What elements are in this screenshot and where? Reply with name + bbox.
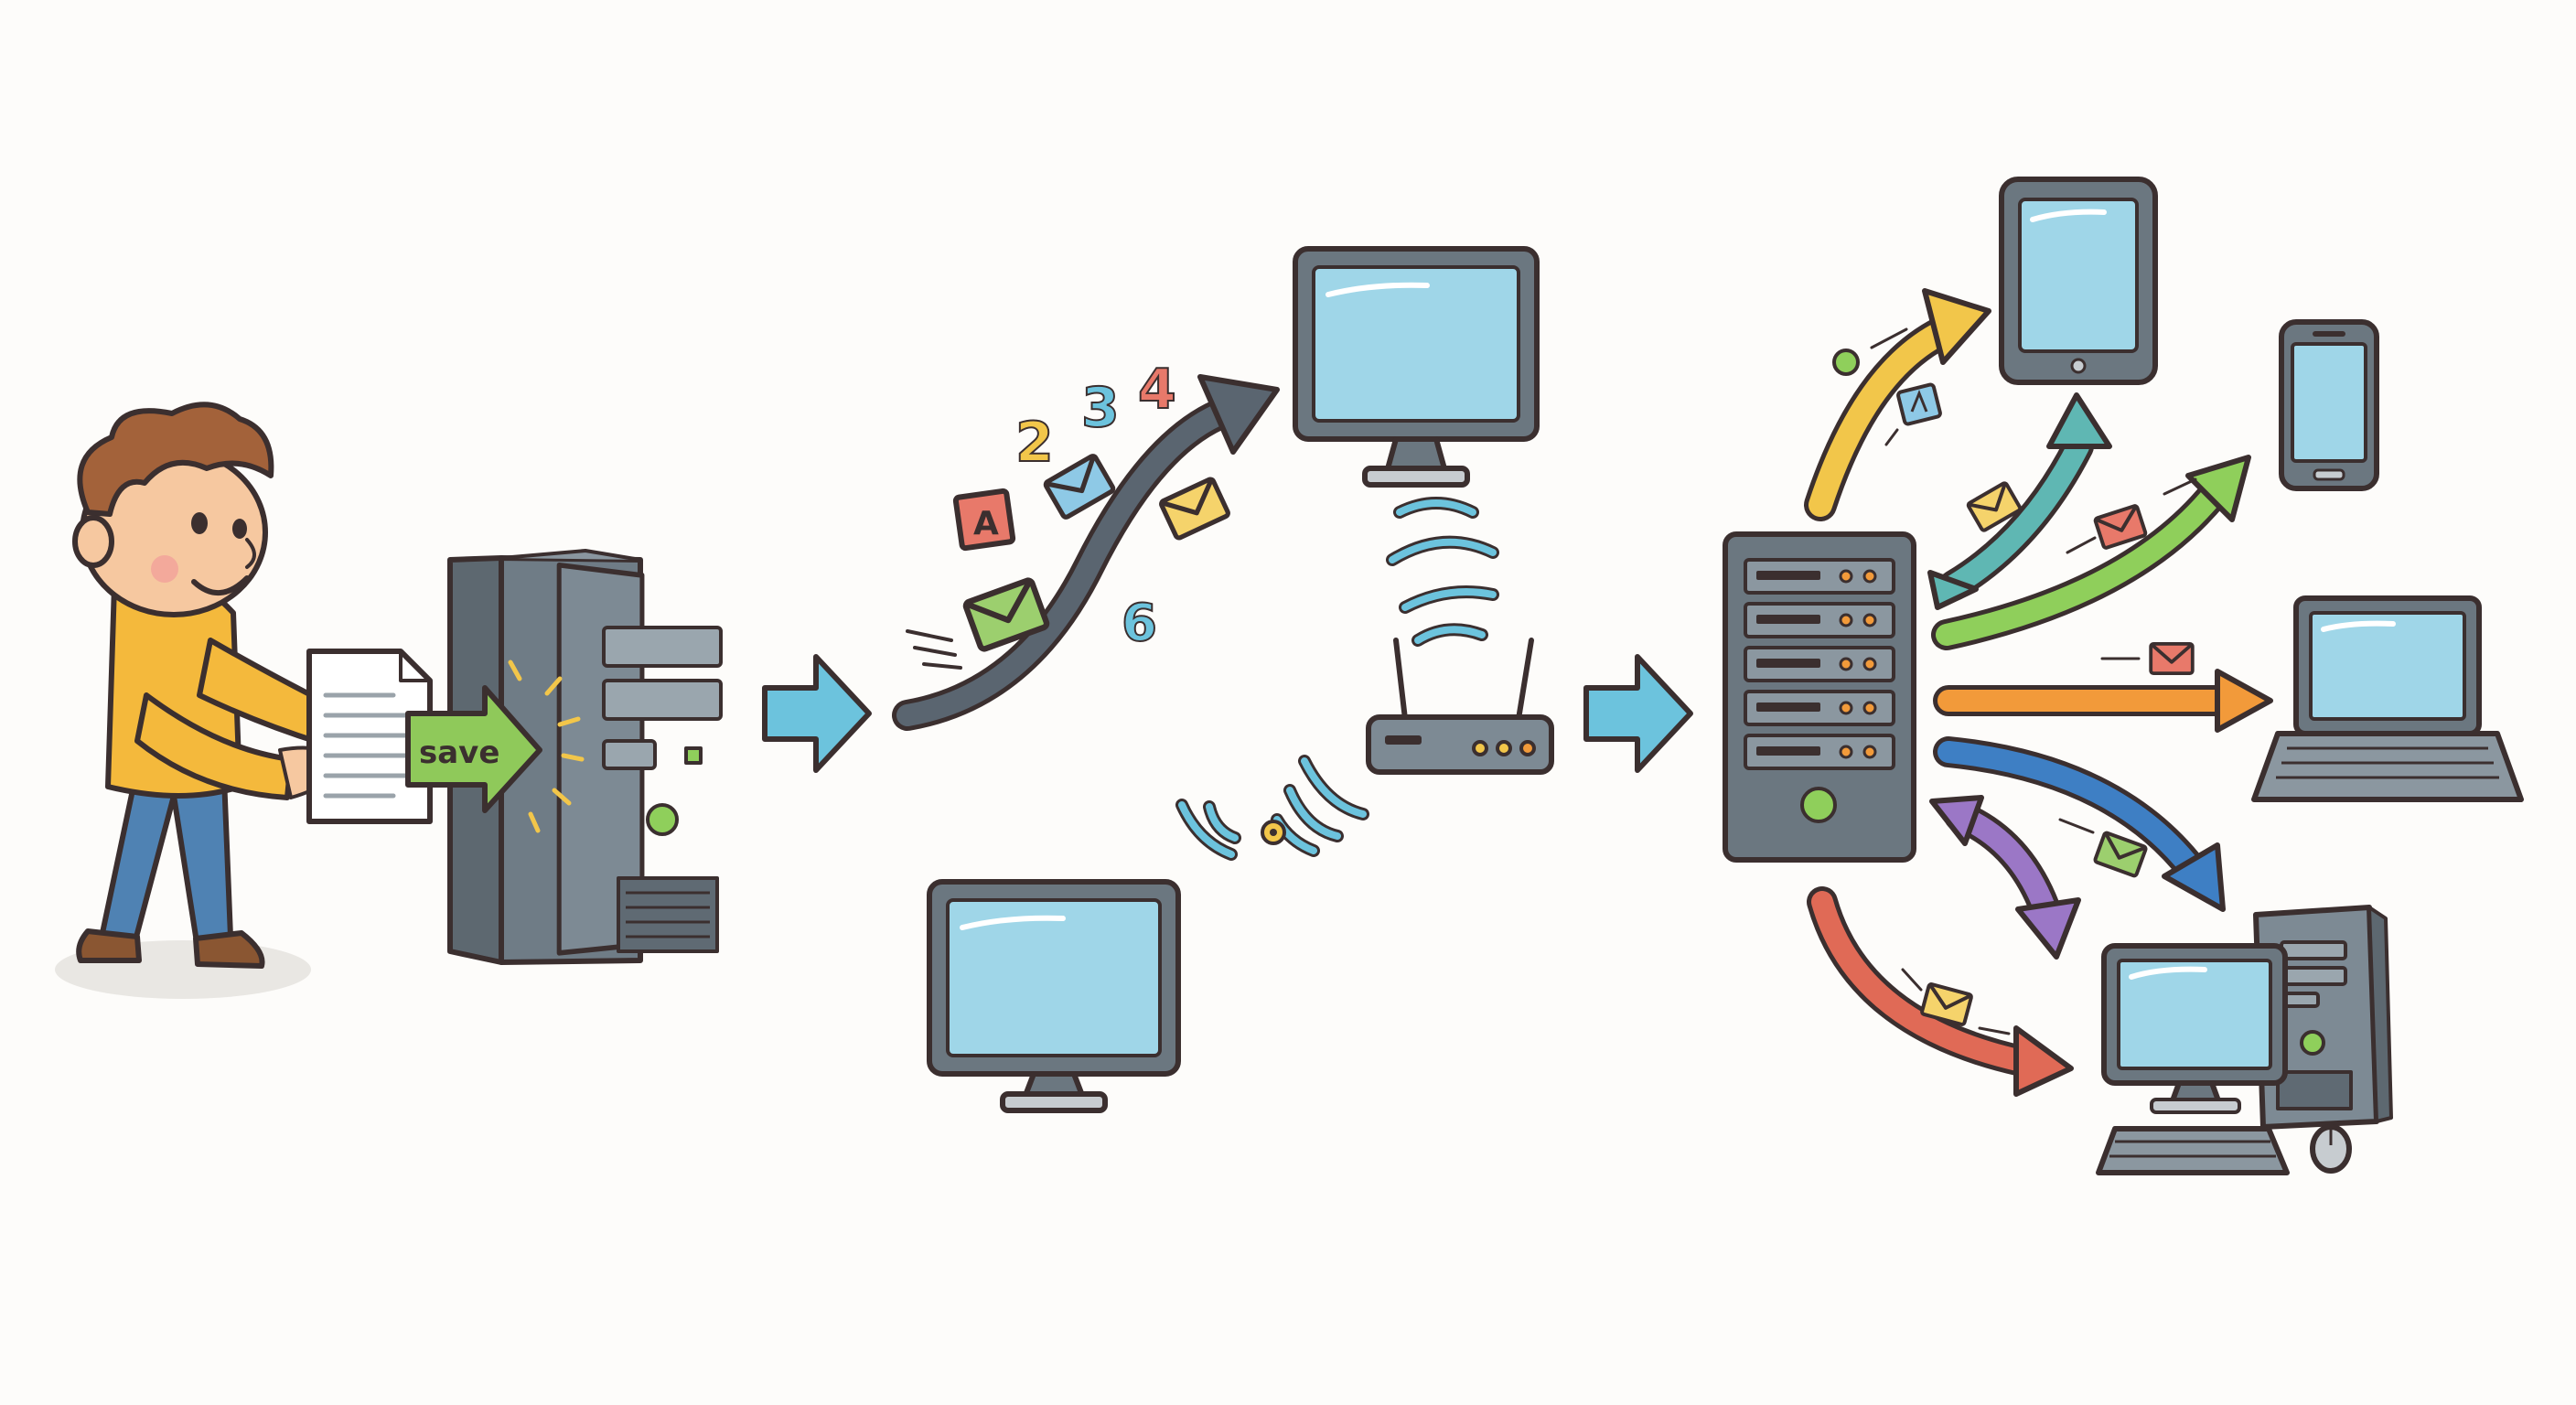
arrow-icon (1929, 795, 2081, 960)
motion-ticks (1901, 477, 2197, 1035)
person-icon (55, 402, 364, 999)
digit-2-label: 2 (1015, 411, 1054, 475)
digit-3-label: 3 (1081, 376, 1120, 440)
monitor-icon (927, 879, 1181, 1113)
glow-rays (508, 660, 585, 833)
save-label: save (419, 735, 499, 771)
small-packet-icon (1832, 327, 1942, 446)
arrow-icon (1933, 669, 2273, 733)
wifi-waves-icon (1386, 497, 1499, 647)
envelope-icon (1160, 478, 1229, 539)
flow-arrow-1-icon (762, 654, 872, 773)
digit-4-label: 4 (1138, 358, 1176, 422)
arrow-icon (1804, 288, 1991, 521)
envelope-icon (2149, 641, 2195, 676)
letter-a-label: A (973, 505, 999, 542)
arrow-icon (1927, 392, 2112, 610)
gear-icon (1261, 820, 1286, 845)
data-stream-arrow-icon (892, 374, 1280, 731)
digit-6-label: 6 (1122, 594, 1157, 653)
laptop-icon (2251, 595, 2524, 802)
router-icon (1366, 638, 1554, 775)
desktop-pc-icon (2096, 905, 2393, 1175)
tablet-icon (1999, 177, 2158, 385)
save-arrow-icon: save (405, 660, 585, 833)
server-rack-icon (1723, 531, 1916, 863)
document-icon (306, 649, 433, 824)
arrow-icon (1933, 736, 2226, 912)
arrow-icon (1931, 455, 2251, 650)
smartphone-icon (2279, 319, 2379, 491)
flow-arrow-2-icon (1583, 654, 1693, 773)
letter-block-icon: A (952, 488, 1016, 552)
arrow-icon (1807, 886, 2074, 1097)
envelope-icon (2092, 830, 2149, 879)
monitor-icon (1293, 246, 1540, 488)
tower-pc-icon (447, 549, 723, 965)
